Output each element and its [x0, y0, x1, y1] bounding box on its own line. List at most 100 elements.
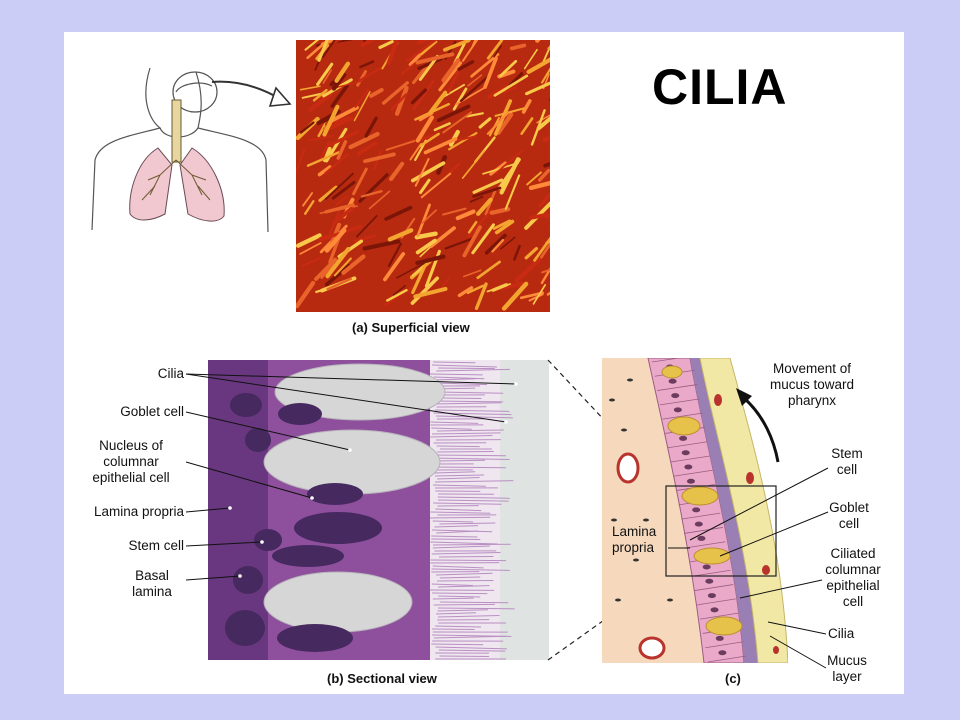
cell-nucleus: [721, 665, 729, 670]
sem-tuft: [381, 81, 409, 105]
sem-tuft: [509, 43, 527, 51]
cilium: [433, 402, 502, 405]
label-stem-line-2: cell: [836, 462, 858, 477]
cilium: [431, 364, 498, 368]
sem-tuft: [499, 59, 518, 78]
cilium: [430, 457, 510, 460]
epithelium-illustration: [602, 358, 788, 670]
cilium: [433, 603, 495, 606]
cilium: [433, 361, 476, 364]
sem-tuft: [332, 206, 354, 225]
sem-tuft: [356, 141, 378, 156]
sem-tuft: [459, 74, 491, 103]
cilium: [430, 541, 498, 545]
sem-tuft: [325, 130, 360, 148]
sem-tuft: [476, 260, 501, 280]
sem-tuft: [364, 116, 378, 138]
sem-tuft: [330, 83, 350, 108]
cell-border: [651, 358, 682, 363]
sem-tuft: [462, 225, 482, 258]
sem-tuft: [423, 137, 458, 155]
lungs: [129, 99, 225, 222]
sem-tuft: [363, 152, 396, 164]
sem-tuft: [385, 140, 416, 151]
sem-tuft: [312, 88, 328, 102]
sem-tuft: [354, 88, 370, 108]
sem-tuft: [369, 87, 384, 98]
cilia-fringe: [429, 361, 515, 660]
sem-tuft: [537, 168, 550, 182]
cilium: [439, 576, 481, 579]
sem-tuft: [296, 233, 322, 248]
cilium: [431, 466, 506, 469]
label-nucleus-line-1: Nucleus of: [99, 438, 163, 453]
sem-tuft: [308, 92, 333, 113]
sem-tuft: [318, 140, 330, 163]
sem-tuft: [442, 111, 473, 134]
sem-tuft: [308, 134, 334, 142]
sem-tuft: [494, 219, 515, 235]
sem-tuft: [466, 284, 485, 295]
sem-tuft: [406, 40, 438, 62]
sem-tuft: [394, 85, 409, 116]
cilium: [432, 432, 501, 435]
cilium: [432, 529, 493, 533]
cilium: [435, 459, 486, 462]
cilium: [430, 434, 493, 438]
sem-tuft: [378, 40, 394, 50]
sem-tuft: [320, 262, 335, 279]
cell-border: [707, 655, 747, 663]
cell-border: [662, 412, 703, 420]
label-nucleus-b: Nucleus of columnar epithelial cell: [76, 438, 186, 486]
sem-tuft: [442, 40, 471, 52]
sem-tuft: [304, 40, 320, 51]
sem-tuft: [523, 48, 538, 70]
sem-tuft: [296, 149, 306, 174]
label-ciliated-line-4: cell: [842, 594, 864, 609]
cilium: [432, 454, 506, 457]
cell-border: [699, 612, 739, 620]
cilium: [437, 429, 504, 432]
label-movement-line-1: Movement of: [772, 361, 852, 376]
sem-tuft: [384, 205, 413, 221]
sem-tuft: [444, 236, 476, 250]
sem-tuft: [415, 254, 446, 266]
cilium: [432, 543, 511, 546]
cell-nucleus: [671, 393, 680, 399]
sem-tuft: [521, 99, 532, 114]
label-basal-line-1: Basal: [135, 568, 169, 583]
cilium: [436, 572, 493, 576]
caption-c-letter: (c): [725, 671, 741, 686]
goblet-cell-middle: [263, 429, 441, 495]
cilium: [437, 476, 480, 480]
sem-tuft: [486, 40, 504, 60]
sem-tuft: [502, 86, 518, 94]
label-lamina-propria-b: Lamina propria: [93, 504, 184, 519]
sem-tuft: [525, 81, 550, 96]
label-cilia-c: Cilia: [828, 626, 855, 641]
cell-border: [694, 584, 734, 591]
sem-tuft: [421, 209, 437, 224]
cilium: [430, 421, 479, 424]
sem-tuft: [401, 60, 418, 75]
cilium: [437, 585, 490, 588]
sem-tuft: [501, 281, 529, 311]
cilium: [432, 592, 488, 595]
cell-nucleus: [692, 507, 701, 513]
sem-tuft: [416, 203, 431, 237]
sem-tuft: [483, 56, 498, 89]
sem-tuft: [526, 171, 542, 186]
cilium: [438, 595, 481, 598]
sem-tuft: [535, 40, 541, 43]
cilium: [437, 614, 500, 618]
cilium: [433, 376, 485, 380]
cilium: [431, 378, 476, 381]
label-stem-cell-c: Stem cell: [818, 446, 876, 478]
label-ciliated-line-2: columnar: [825, 562, 881, 577]
sem-tuft: [530, 109, 546, 146]
sem-tuft: [526, 57, 550, 74]
sem-tuft: [329, 105, 359, 123]
label-nucleus-line-3: epithelial cell: [92, 470, 170, 485]
sem-tuft: [317, 165, 332, 177]
